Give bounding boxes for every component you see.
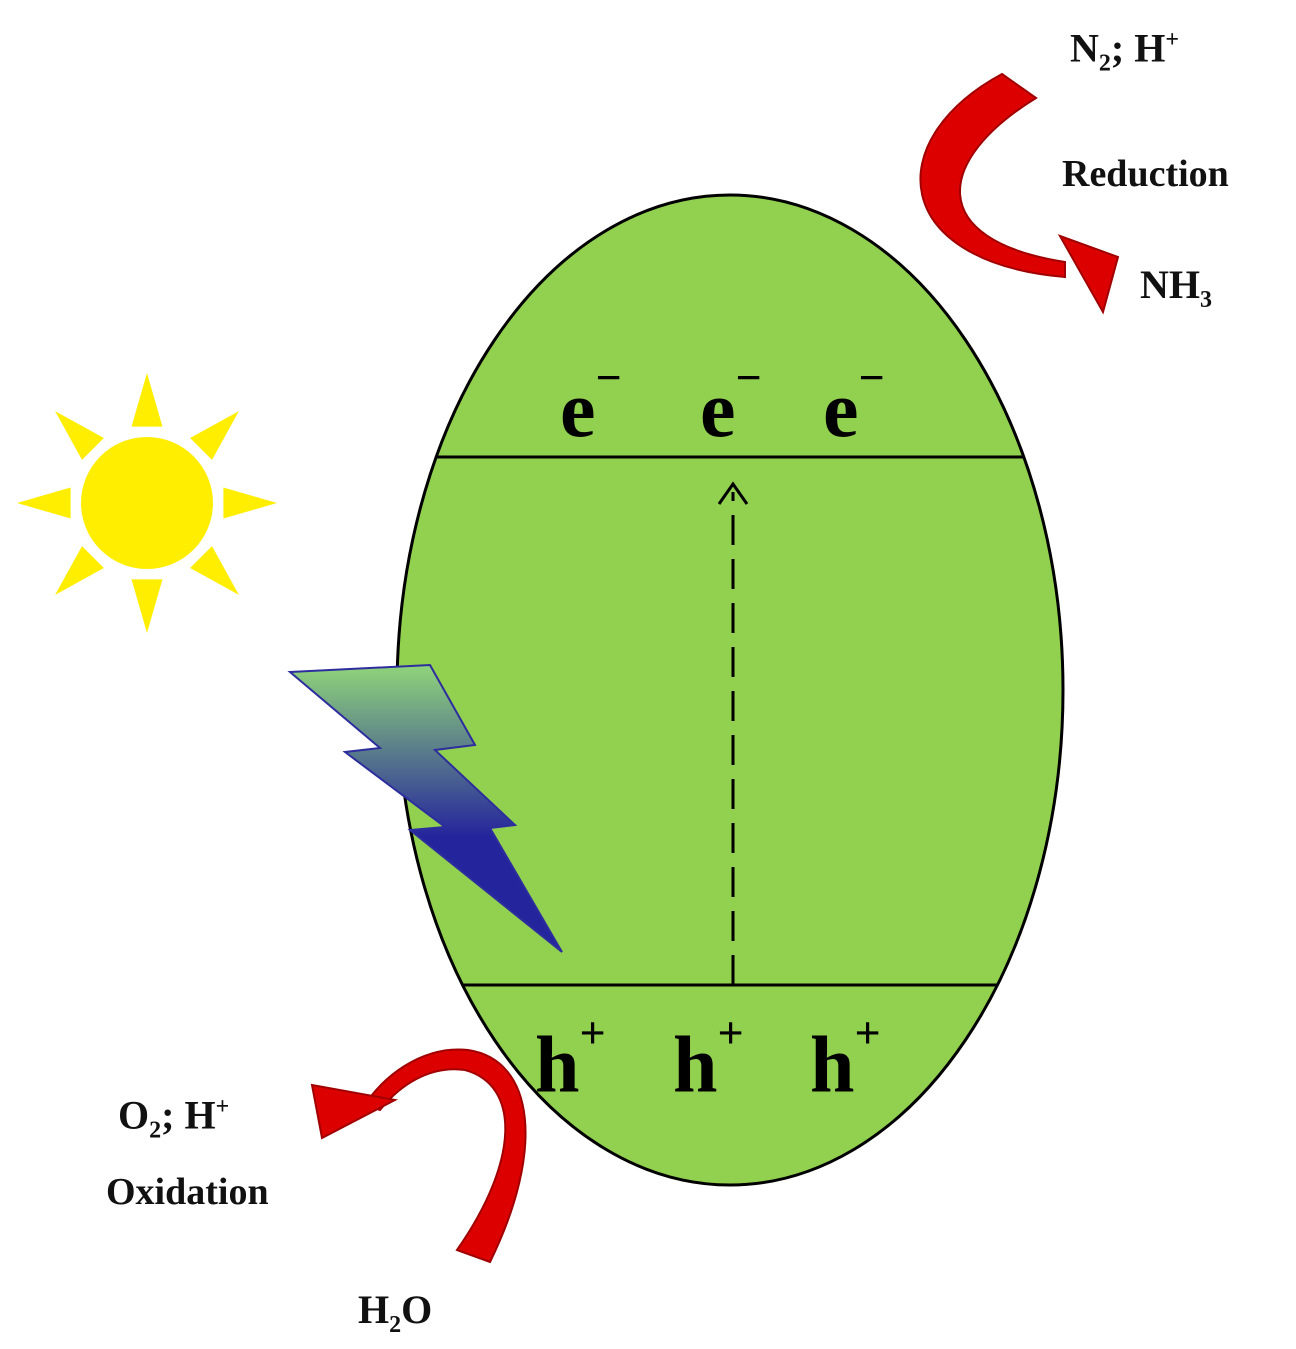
hole-charge: + bbox=[854, 1007, 881, 1058]
reduction-label: Reduction bbox=[1062, 153, 1229, 195]
sun-disc bbox=[81, 437, 213, 569]
sun-ray bbox=[55, 546, 104, 595]
electron-3: e− bbox=[823, 355, 885, 451]
reduction-product-label: NH3 bbox=[1140, 262, 1212, 313]
electron-charge: − bbox=[735, 352, 762, 403]
sun-ray bbox=[17, 487, 71, 519]
hole-symbol: h bbox=[810, 1021, 855, 1110]
hole-charge: + bbox=[579, 1007, 606, 1058]
hole-symbol: h bbox=[535, 1021, 580, 1110]
electron-symbol: e bbox=[700, 366, 736, 455]
electron-charge: − bbox=[858, 352, 885, 403]
sun-ray bbox=[190, 411, 239, 460]
oxidation-label: Oxidation bbox=[106, 1171, 269, 1213]
hole-charge: + bbox=[717, 1007, 744, 1058]
sun-ray bbox=[190, 546, 239, 595]
reduction-arrow bbox=[919, 72, 1120, 315]
sun-ray bbox=[131, 579, 163, 633]
electron-symbol: e bbox=[823, 366, 859, 455]
electron-charge: − bbox=[595, 352, 622, 403]
oxidation-arrow bbox=[310, 1048, 527, 1264]
reduction-reactant-label: N2; H+ bbox=[1070, 25, 1180, 77]
hole-1: h+ bbox=[535, 1010, 606, 1106]
sun-ray bbox=[55, 411, 104, 460]
electron-2: e− bbox=[700, 355, 762, 451]
hole-2: h+ bbox=[673, 1010, 744, 1106]
lightning-bolt-icon bbox=[287, 663, 563, 953]
sun-icon bbox=[17, 373, 277, 633]
oxidation-product-label: O2; H+ bbox=[118, 1092, 230, 1144]
excitation-arrowhead bbox=[717, 481, 749, 505]
hole-symbol: h bbox=[673, 1021, 718, 1110]
sun-ray bbox=[131, 373, 163, 427]
hole-3: h+ bbox=[810, 1010, 881, 1106]
oxidation-reactant-label: H2O bbox=[358, 1287, 433, 1338]
sun-ray bbox=[223, 487, 277, 519]
electron-1: e− bbox=[560, 355, 622, 451]
electron-symbol: e bbox=[560, 366, 596, 455]
